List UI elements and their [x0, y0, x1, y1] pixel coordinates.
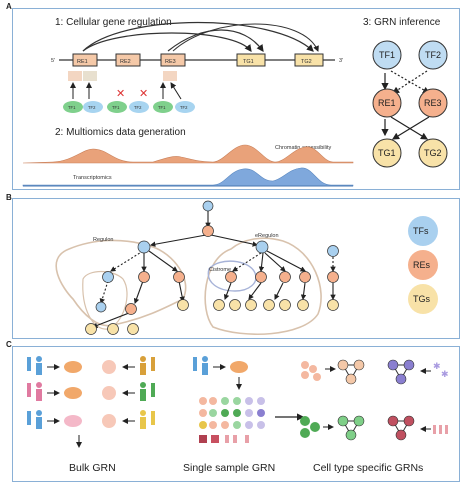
grn-node-tg1: TG1 — [372, 138, 402, 168]
svg-text:TFs: TFs — [413, 226, 429, 236]
svg-text:TF2: TF2 — [134, 105, 142, 110]
cell-type-network — [301, 359, 365, 385]
svg-text:✱: ✱ — [441, 369, 449, 379]
tf-blob: TF1 — [63, 101, 83, 113]
svg-text:TF2: TF2 — [88, 105, 96, 110]
grn-node-tg2: TG2 — [418, 138, 448, 168]
cistrome-contour — [207, 260, 257, 292]
chromatin-accessibility-track — [22, 144, 354, 164]
tf-blob: TF1 — [153, 101, 173, 113]
svg-text:TG1: TG1 — [378, 148, 396, 158]
single-cell-grid — [199, 397, 265, 443]
svg-text:TG2: TG2 — [424, 148, 442, 158]
transcriptomics-track — [22, 167, 354, 187]
regulation-arc — [82, 32, 252, 52]
svg-text:TG1: TG1 — [243, 59, 254, 65]
cell-type-network — [300, 415, 365, 441]
grn-inference-title: 3: GRN inference — [363, 17, 441, 28]
blocked-x-icon: ✕ — [139, 88, 148, 100]
blocked-x-icon: ✕ — [116, 88, 125, 100]
cell-type-network: ✱✱ — [387, 359, 449, 385]
panel-c-letter: C — [6, 340, 12, 349]
re2-box: RE2 — [115, 53, 141, 67]
svg-text:TF1: TF1 — [158, 105, 166, 110]
re-node — [125, 225, 339, 315]
cistrome-label: Cistrome — [209, 267, 231, 273]
tf-blob: TF2 — [175, 101, 195, 113]
single-patient-icon — [193, 356, 208, 375]
panel-b: Regulon eRegulon Cistrome — [12, 198, 460, 339]
grn-node-re1: RE1 — [372, 88, 402, 118]
motif-logo — [68, 71, 177, 81]
re1-box: RE1 — [72, 53, 98, 67]
tf-node — [95, 200, 339, 313]
three-prime-label: 3' — [339, 58, 343, 64]
single-sample-grn-label: Single sample GRN — [183, 462, 275, 474]
panel-a-letter: A — [6, 2, 12, 11]
five-prime-label: 5' — [51, 58, 55, 64]
svg-text:✱: ✱ — [433, 361, 441, 371]
eregulon-contour — [204, 237, 322, 336]
regulation-arc — [172, 23, 319, 52]
grn-node-tf2: TF2 — [418, 40, 448, 70]
panel-a: 1: Cellular gene regulation 5' 3' RE1 RE… — [12, 8, 460, 190]
eregulon-label: eRegulon — [255, 233, 279, 239]
tf-blob: TF2 — [83, 101, 103, 113]
re3-box: RE3 — [160, 53, 186, 67]
svg-text:RE2: RE2 — [120, 59, 131, 65]
svg-text:TF2: TF2 — [180, 105, 188, 110]
svg-text:TF2: TF2 — [425, 50, 441, 60]
svg-text:RE3: RE3 — [165, 59, 176, 65]
svg-text:TGs: TGs — [413, 294, 430, 304]
legend-tgs: TGs — [408, 284, 438, 314]
tg1-box: TG1 — [236, 53, 266, 67]
tf-blob: TF2 — [129, 101, 149, 113]
svg-text:TF1: TF1 — [68, 105, 76, 110]
tissue-sample — [230, 361, 248, 373]
regulation-arc — [167, 29, 264, 52]
legend-res: REs — [408, 250, 438, 280]
panel-a-graphic: 1: Cellular gene regulation 5' 3' RE1 RE… — [22, 17, 448, 187]
tg-node — [85, 299, 339, 335]
cellular-gene-regulation-title: 1: Cellular gene regulation — [55, 17, 172, 28]
grn-node-re3: RE3 — [418, 88, 448, 118]
panel-b-letter: B — [6, 193, 12, 202]
cell-type-grns-label: Cell type specific GRNs — [313, 462, 423, 474]
panel-c-graphic: Bulk GRN Single sample GRN ✱✱ Ce — [27, 356, 449, 474]
arrow — [47, 364, 135, 448]
svg-text:RE1: RE1 — [77, 59, 88, 65]
svg-text:RE1: RE1 — [378, 98, 396, 108]
svg-text:TF1: TF1 — [112, 105, 120, 110]
tf-blob: TF1 — [107, 101, 127, 113]
transcriptomics-label: Transcriptomics — [73, 175, 112, 181]
multiomics-title: 2: Multiomics data generation — [55, 127, 186, 138]
svg-text:RE3: RE3 — [424, 98, 442, 108]
svg-text:TF1: TF1 — [379, 50, 395, 60]
legend-tfs: TFs — [408, 216, 438, 246]
patient-iv-icon — [27, 356, 155, 429]
regulation-arc — [82, 21, 314, 52]
panel-c: Bulk GRN Single sample GRN ✱✱ Ce — [12, 346, 460, 482]
panel-b-graphic: Regulon eRegulon Cistrome — [55, 200, 438, 336]
grn-node-tf1: TF1 — [372, 40, 402, 70]
svg-text:REs: REs — [413, 260, 431, 270]
regulon-label: Regulon — [93, 237, 114, 243]
cell-type-network — [387, 415, 448, 441]
svg-text:TG2: TG2 — [301, 59, 312, 65]
regulon-contour — [55, 239, 187, 327]
tissue-sample — [64, 360, 116, 428]
tg2-box: TG2 — [294, 53, 324, 67]
bulk-grn-label: Bulk GRN — [69, 462, 116, 474]
